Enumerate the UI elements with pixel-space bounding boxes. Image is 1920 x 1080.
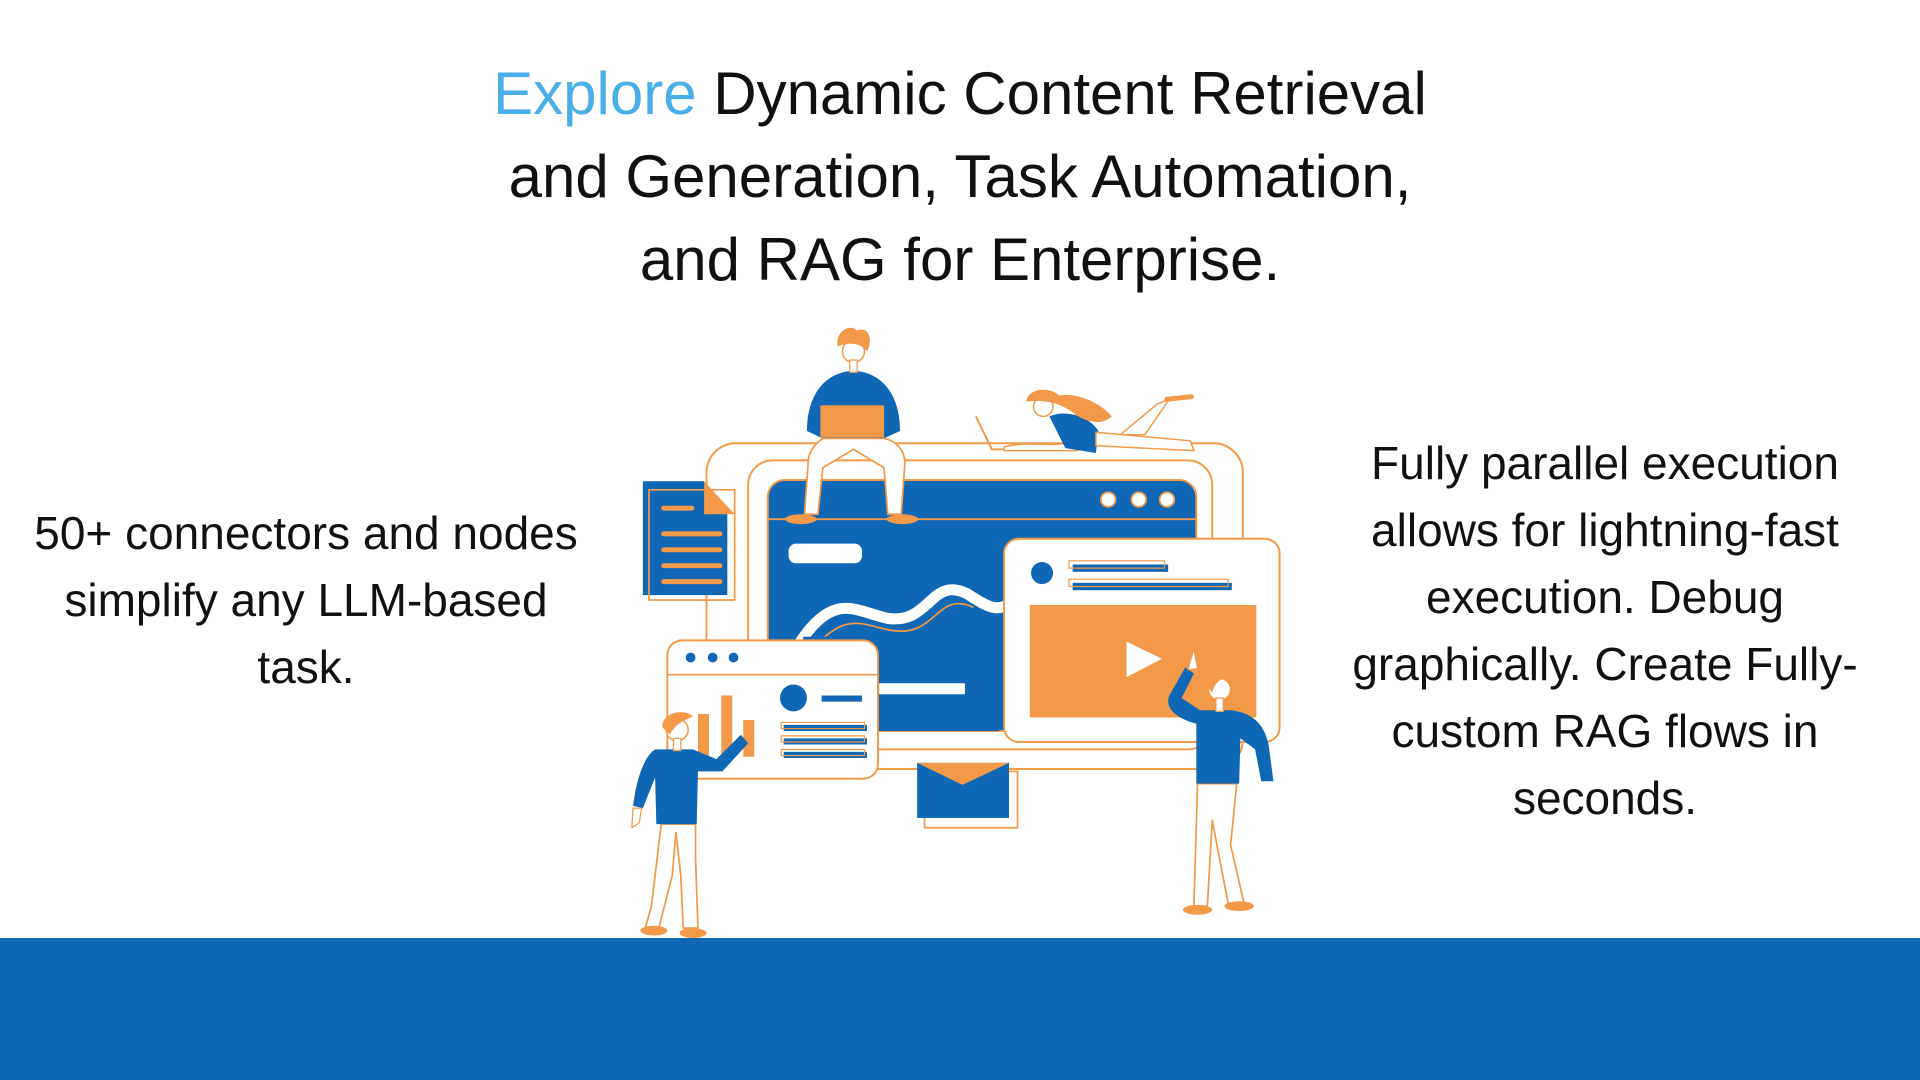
window-dots-icon [1099, 491, 1176, 508]
analytics-window [666, 639, 879, 780]
lying-person [975, 389, 1195, 454]
text-line: execution. Debug [1425, 571, 1785, 623]
heading-line-1-rest: Dynamic Content Retrieval [713, 60, 1427, 127]
heading-line-1: Explore Dynamic Content Retrieval [0, 52, 1920, 135]
sitting-person [784, 327, 919, 525]
heading-line-2: and Generation, Task Automation, [508, 143, 1412, 210]
pointing-person-right [1168, 648, 1274, 915]
text-line: Fully parallel execution [1371, 437, 1839, 489]
connectors-description: 50+ connectors and nodes simplify any LL… [0, 500, 612, 701]
text-line: allows for lightning-fast [1371, 504, 1839, 556]
bar-chart-icon [697, 695, 755, 757]
text-line: simplify any LLM-based [64, 574, 548, 626]
text-line: seconds. [1512, 772, 1698, 824]
text-line: custom RAG flows in [1391, 705, 1819, 757]
play-icon [1126, 641, 1163, 678]
envelope-icon [917, 762, 1019, 829]
page-heading: Explore Dynamic Content Retrieval and Ge… [0, 52, 1920, 301]
document-icon [642, 481, 736, 601]
text-line: graphically. Create Fully- [1352, 638, 1858, 690]
heading-accent-word: Explore [493, 60, 697, 127]
text-line: 50+ connectors and nodes [34, 507, 578, 559]
search-pill [788, 543, 863, 564]
pointing-person-left [631, 712, 749, 938]
parallel-execution-description: Fully parallel execution allows for ligh… [1310, 430, 1900, 832]
wave-chart [791, 584, 1020, 652]
heading-line-3: and RAG for Enterprise. [639, 226, 1281, 293]
footer-band [0, 938, 1920, 1080]
text-line: task. [257, 641, 355, 693]
